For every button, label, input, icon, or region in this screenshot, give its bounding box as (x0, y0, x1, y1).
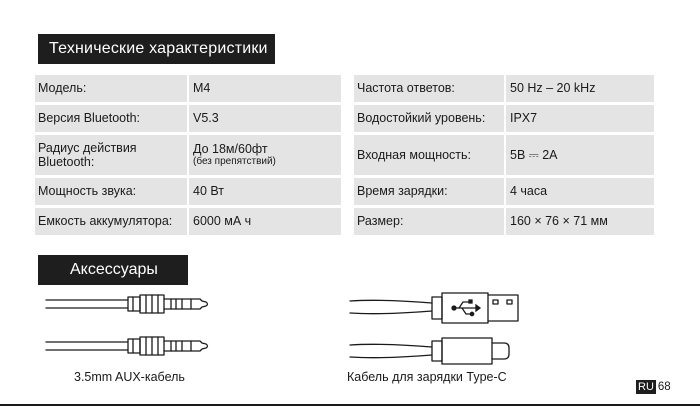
spec-value-text: 160 × 76 × 71 мм (510, 214, 608, 229)
accessories-section-title: Аксессуары (38, 255, 188, 285)
spec-value-text: M4 (193, 81, 211, 96)
spec-row: Частота ответов: 50 Hz – 20 kHz (354, 75, 654, 102)
spec-label: Емкость аккумулятора: (38, 214, 173, 229)
spec-value-text: До 18м/60фт (193, 141, 268, 156)
spec-value-text: 50 Hz – 20 kHz (510, 81, 596, 96)
usb-symbol-icon (451, 299, 482, 317)
specs-section-title: Технические характеристики (38, 34, 275, 64)
spec-value-text: 40 Вт (193, 184, 225, 199)
aux-cable-icon (45, 294, 209, 356)
specs-table-right: Частота ответов: 50 Hz – 20 kHz Водостой… (354, 75, 654, 238)
spec-label: Входная мощность: (357, 147, 472, 162)
spec-value: 50 Hz – 20 kHz (504, 75, 654, 102)
usb-type-c-cable-icon (349, 292, 519, 365)
spec-row: Мощность звука: 40 Вт (35, 178, 341, 205)
spec-label: Водостойкий уровень: (357, 111, 486, 126)
spec-row: Водостойкий уровень: IPX7 (354, 105, 654, 132)
spec-value: M4 (187, 75, 341, 102)
spec-row: Входная мощность: 5В ⎓ 2А (354, 135, 654, 175)
spec-value: 5В ⎓ 2А (504, 135, 654, 175)
spec-row: Версия Bluetooth: V5.3 (35, 105, 341, 132)
spec-row: Модель: M4 (35, 75, 341, 102)
spec-label: Время зарядки: (357, 184, 448, 199)
spec-value-text: V5.3 (193, 111, 219, 126)
spec-label: Частота ответов: (357, 81, 455, 96)
page-number: RU 68 (636, 380, 671, 394)
spec-row: Размер: 160 × 76 × 71 мм (354, 208, 654, 235)
spec-value-text: 5В ⎓ 2А (510, 147, 558, 162)
spec-label: Версия Bluetooth: (38, 111, 141, 126)
spec-value: IPX7 (504, 105, 654, 132)
spec-label: Мощность звука: (38, 184, 137, 199)
spec-row: Радиус действия Bluetooth: До 18м/60фт (… (35, 135, 341, 175)
spec-value-note: (без препятствий) (193, 156, 276, 168)
spec-value: 160 × 76 × 71 мм (504, 208, 654, 235)
spec-value: 4 часа (504, 178, 654, 205)
spec-row: Время зарядки: 4 часа (354, 178, 654, 205)
spec-value: 6000 мА ч (187, 208, 341, 235)
specs-table-left: Модель: M4 Версия Bluetooth: V5.3 Радиус… (35, 75, 341, 238)
spec-value: V5.3 (187, 105, 341, 132)
usb-cable-caption: Кабель для зарядки Type-C (347, 370, 507, 384)
spec-value: До 18м/60фт (без препятствий) (187, 135, 341, 175)
bottom-divider (0, 404, 700, 406)
language-badge: RU (636, 380, 656, 394)
spec-value: 40 Вт (187, 178, 341, 205)
spec-value-text: IPX7 (510, 111, 538, 126)
spec-value-text: 4 часа (510, 184, 548, 199)
spec-label: Радиус действия Bluetooth: (38, 140, 137, 169)
spec-label: Модель: (38, 81, 87, 96)
spec-label: Размер: (357, 214, 404, 229)
spec-value-text: 6000 мА ч (193, 214, 252, 229)
spec-row: Емкость аккумулятора: 6000 мА ч (35, 208, 341, 235)
aux-cable-caption: 3.5mm AUX-кабель (74, 370, 185, 384)
page-number-text: 68 (657, 381, 671, 393)
